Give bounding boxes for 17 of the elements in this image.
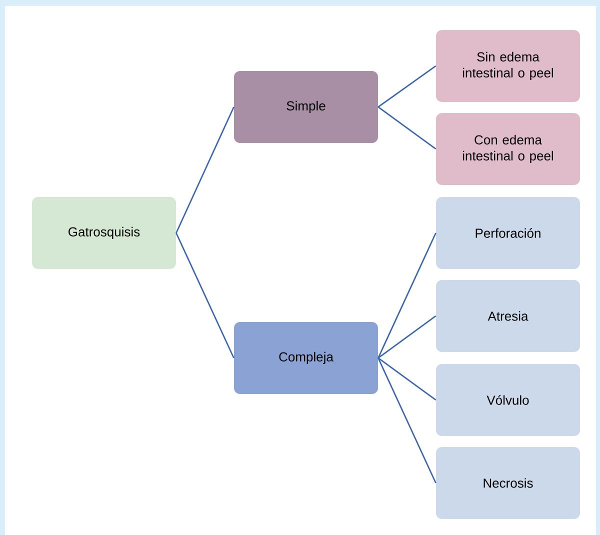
category-box: Con edema intestinal o peel xyxy=(436,113,580,185)
connector-line xyxy=(378,65,436,108)
connector-line xyxy=(378,357,436,401)
category-box: Atresia xyxy=(436,280,580,352)
connector-line xyxy=(378,232,436,358)
category-box: Perforación xyxy=(436,197,580,269)
category-box: Simple xyxy=(234,71,378,143)
category-box: Vólvulo xyxy=(436,364,580,436)
connector-line xyxy=(378,315,436,359)
category-box: Necrosis xyxy=(436,446,580,519)
category-box: Sin edema intestinal o peel xyxy=(436,30,580,102)
connector-line xyxy=(176,232,234,358)
category-box: Gatrosquisis xyxy=(32,197,176,269)
connector-line xyxy=(176,106,234,234)
connector-line xyxy=(378,358,436,484)
connector-line xyxy=(378,106,436,150)
category-box: Compleja xyxy=(234,322,378,394)
